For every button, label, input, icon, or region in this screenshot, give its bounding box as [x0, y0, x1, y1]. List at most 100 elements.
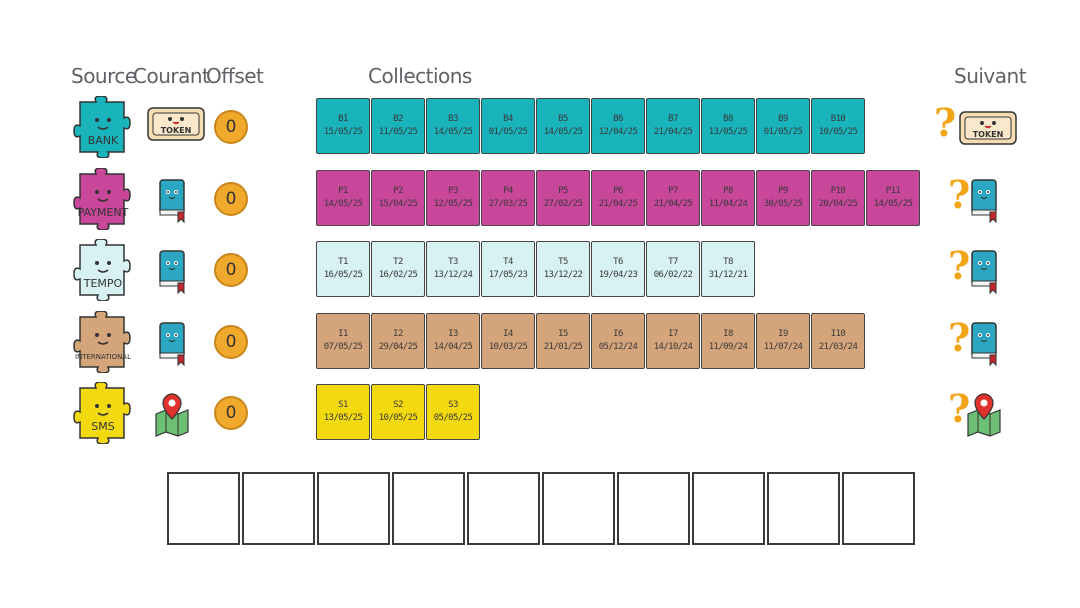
current-token-icon: TOKEN — [146, 104, 205, 150]
card-date: 29/04/25 — [378, 342, 418, 352]
card-id: I8 — [723, 329, 733, 339]
card-date: 21/04/25 — [653, 127, 693, 137]
card-date: 13/12/22 — [543, 270, 583, 280]
card-id: S1 — [338, 400, 348, 410]
card-date: 14/10/24 — [653, 342, 693, 352]
empty-slot — [542, 472, 615, 545]
empty-slot — [692, 472, 765, 545]
next-token-icon: TOKEN — [958, 108, 1018, 152]
card-id: I10 — [830, 329, 846, 339]
question-mark-icon: ? — [948, 172, 971, 217]
collection-card: I10 21/03/24 — [811, 313, 865, 369]
card-date: 19/04/23 — [598, 270, 638, 280]
card-date: 14/05/25 — [543, 127, 583, 137]
offset-coin: 0 — [214, 253, 248, 287]
source-puzzle-tempo: TEMPO — [72, 238, 134, 302]
next-book: ? — [934, 172, 1024, 230]
question-mark-icon: ? — [934, 100, 957, 145]
current-book-icon — [152, 319, 202, 367]
current-book-icon — [152, 176, 202, 224]
card-date: 17/05/23 — [488, 270, 528, 280]
svg-text:PAYMENT: PAYMENT — [78, 206, 129, 219]
question-mark-icon: ? — [948, 315, 971, 360]
card-id: T7 — [668, 257, 678, 267]
card-date: 01/05/25 — [763, 127, 803, 137]
card-id: P7 — [668, 186, 678, 196]
collection-card: B8 13/05/25 — [701, 98, 755, 154]
card-date: 20/04/25 — [818, 199, 858, 209]
card-date: 11/09/24 — [708, 342, 748, 352]
empty-slot — [767, 472, 840, 545]
card-date: 16/05/25 — [323, 270, 363, 280]
card-date: 27/03/25 — [488, 199, 528, 209]
card-id: P5 — [558, 186, 568, 196]
card-date: 06/02/22 — [653, 270, 693, 280]
card-id: I7 — [668, 329, 678, 339]
current-map-icon — [152, 390, 202, 437]
card-date: 11/05/25 — [378, 127, 418, 137]
source-puzzle-international: INTERNATIONAL — [72, 310, 134, 374]
card-id: P6 — [613, 186, 623, 196]
card-date: 13/05/25 — [708, 127, 748, 137]
next-token: ? TOKEN — [934, 100, 1024, 158]
card-id: T2 — [393, 257, 403, 267]
card-date: 12/04/25 — [598, 127, 638, 137]
card-id: T5 — [558, 257, 568, 267]
card-date: 10/05/25 — [378, 413, 418, 423]
card-date: 21/04/25 — [653, 199, 693, 209]
card-id: B6 — [613, 114, 623, 124]
next-book: ? — [934, 243, 1024, 301]
card-id: P8 — [723, 186, 733, 196]
card-id: P10 — [830, 186, 846, 196]
header-source: Source — [71, 64, 137, 88]
source-puzzle-payment: PAYMENT — [72, 167, 134, 231]
collection-card: P7 21/04/25 — [646, 170, 700, 226]
card-id: B8 — [723, 114, 733, 124]
svg-text:TOKEN: TOKEN — [973, 130, 1004, 139]
collection-card: P3 12/05/25 — [426, 170, 480, 226]
source-puzzle-sms: SMS — [72, 381, 134, 445]
card-date: 01/05/25 — [488, 127, 528, 137]
card-date: 14/05/25 — [433, 127, 473, 137]
collection-card: P10 20/04/25 — [811, 170, 865, 226]
card-date: 10/05/25 — [818, 127, 858, 137]
svg-text:TOKEN: TOKEN — [161, 126, 192, 135]
offset-coin: 0 — [214, 110, 248, 144]
empty-slot — [167, 472, 240, 545]
card-date: 21/01/25 — [543, 342, 583, 352]
card-id: I1 — [338, 329, 348, 339]
card-date: 12/05/25 — [433, 199, 473, 209]
card-date: 21/03/24 — [818, 342, 858, 352]
card-id: T1 — [338, 257, 348, 267]
collection-card: P8 11/04/24 — [701, 170, 755, 226]
header-suivant: Suivant — [954, 64, 1027, 88]
collection-card: T7 06/02/22 — [646, 241, 700, 297]
card-id: P9 — [778, 186, 788, 196]
next-book-icon — [964, 319, 1004, 371]
card-id: P3 — [448, 186, 458, 196]
card-date: 11/04/24 — [708, 199, 748, 209]
card-date: 15/04/25 — [378, 199, 418, 209]
empty-slot — [842, 472, 915, 545]
